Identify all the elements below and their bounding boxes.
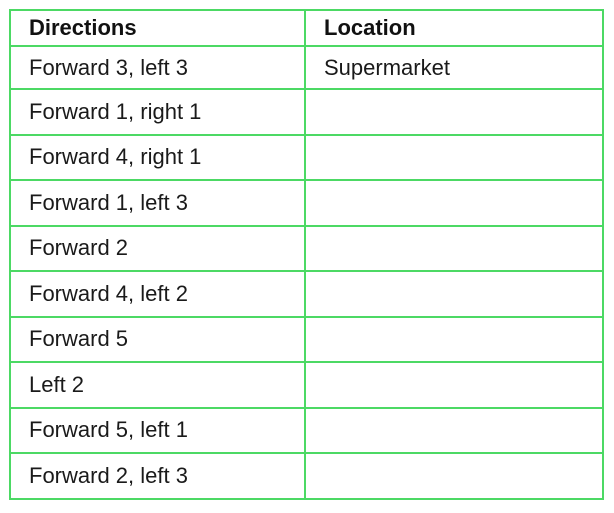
location-cell[interactable] <box>304 315 604 363</box>
directions-cell: Forward 1, left 3 <box>9 179 306 227</box>
table-row: Forward 5, left 1 <box>9 406 604 454</box>
table-row: Forward 2, left 3 <box>9 452 604 500</box>
table-row: Forward 5 <box>9 315 604 363</box>
location-cell[interactable] <box>304 452 604 500</box>
directions-cell: Forward 3, left 3 <box>9 45 306 90</box>
table-row: Forward 4, right 1 <box>9 133 604 181</box>
table-row: Forward 3, left 3 Supermarket <box>9 45 604 90</box>
location-cell[interactable] <box>304 133 604 181</box>
directions-cell: Forward 1, right 1 <box>9 88 306 136</box>
table-row: Forward 4, left 2 <box>9 270 604 318</box>
directions-cell: Forward 2, left 3 <box>9 452 306 500</box>
directions-cell: Forward 5, left 1 <box>9 406 306 454</box>
location-cell[interactable] <box>304 224 604 272</box>
location-cell[interactable] <box>304 88 604 136</box>
header-location: Location <box>304 9 604 47</box>
header-directions: Directions <box>9 9 306 47</box>
table-row: Forward 1, left 3 <box>9 179 604 227</box>
directions-cell: Forward 4, left 2 <box>9 270 306 318</box>
directions-table: Directions Location Forward 3, left 3 Su… <box>9 9 604 500</box>
location-cell[interactable]: Supermarket <box>304 45 604 90</box>
table-header-row: Directions Location <box>9 9 604 47</box>
directions-worksheet: Directions Location Forward 3, left 3 Su… <box>9 9 604 500</box>
directions-cell: Left 2 <box>9 361 306 409</box>
location-cell[interactable] <box>304 179 604 227</box>
table-row: Forward 1, right 1 <box>9 88 604 136</box>
location-cell[interactable] <box>304 361 604 409</box>
table-row: Forward 2 <box>9 224 604 272</box>
location-cell[interactable] <box>304 270 604 318</box>
directions-cell: Forward 5 <box>9 315 306 363</box>
location-cell[interactable] <box>304 406 604 454</box>
directions-cell: Forward 2 <box>9 224 306 272</box>
table-row: Left 2 <box>9 361 604 409</box>
directions-cell: Forward 4, right 1 <box>9 133 306 181</box>
